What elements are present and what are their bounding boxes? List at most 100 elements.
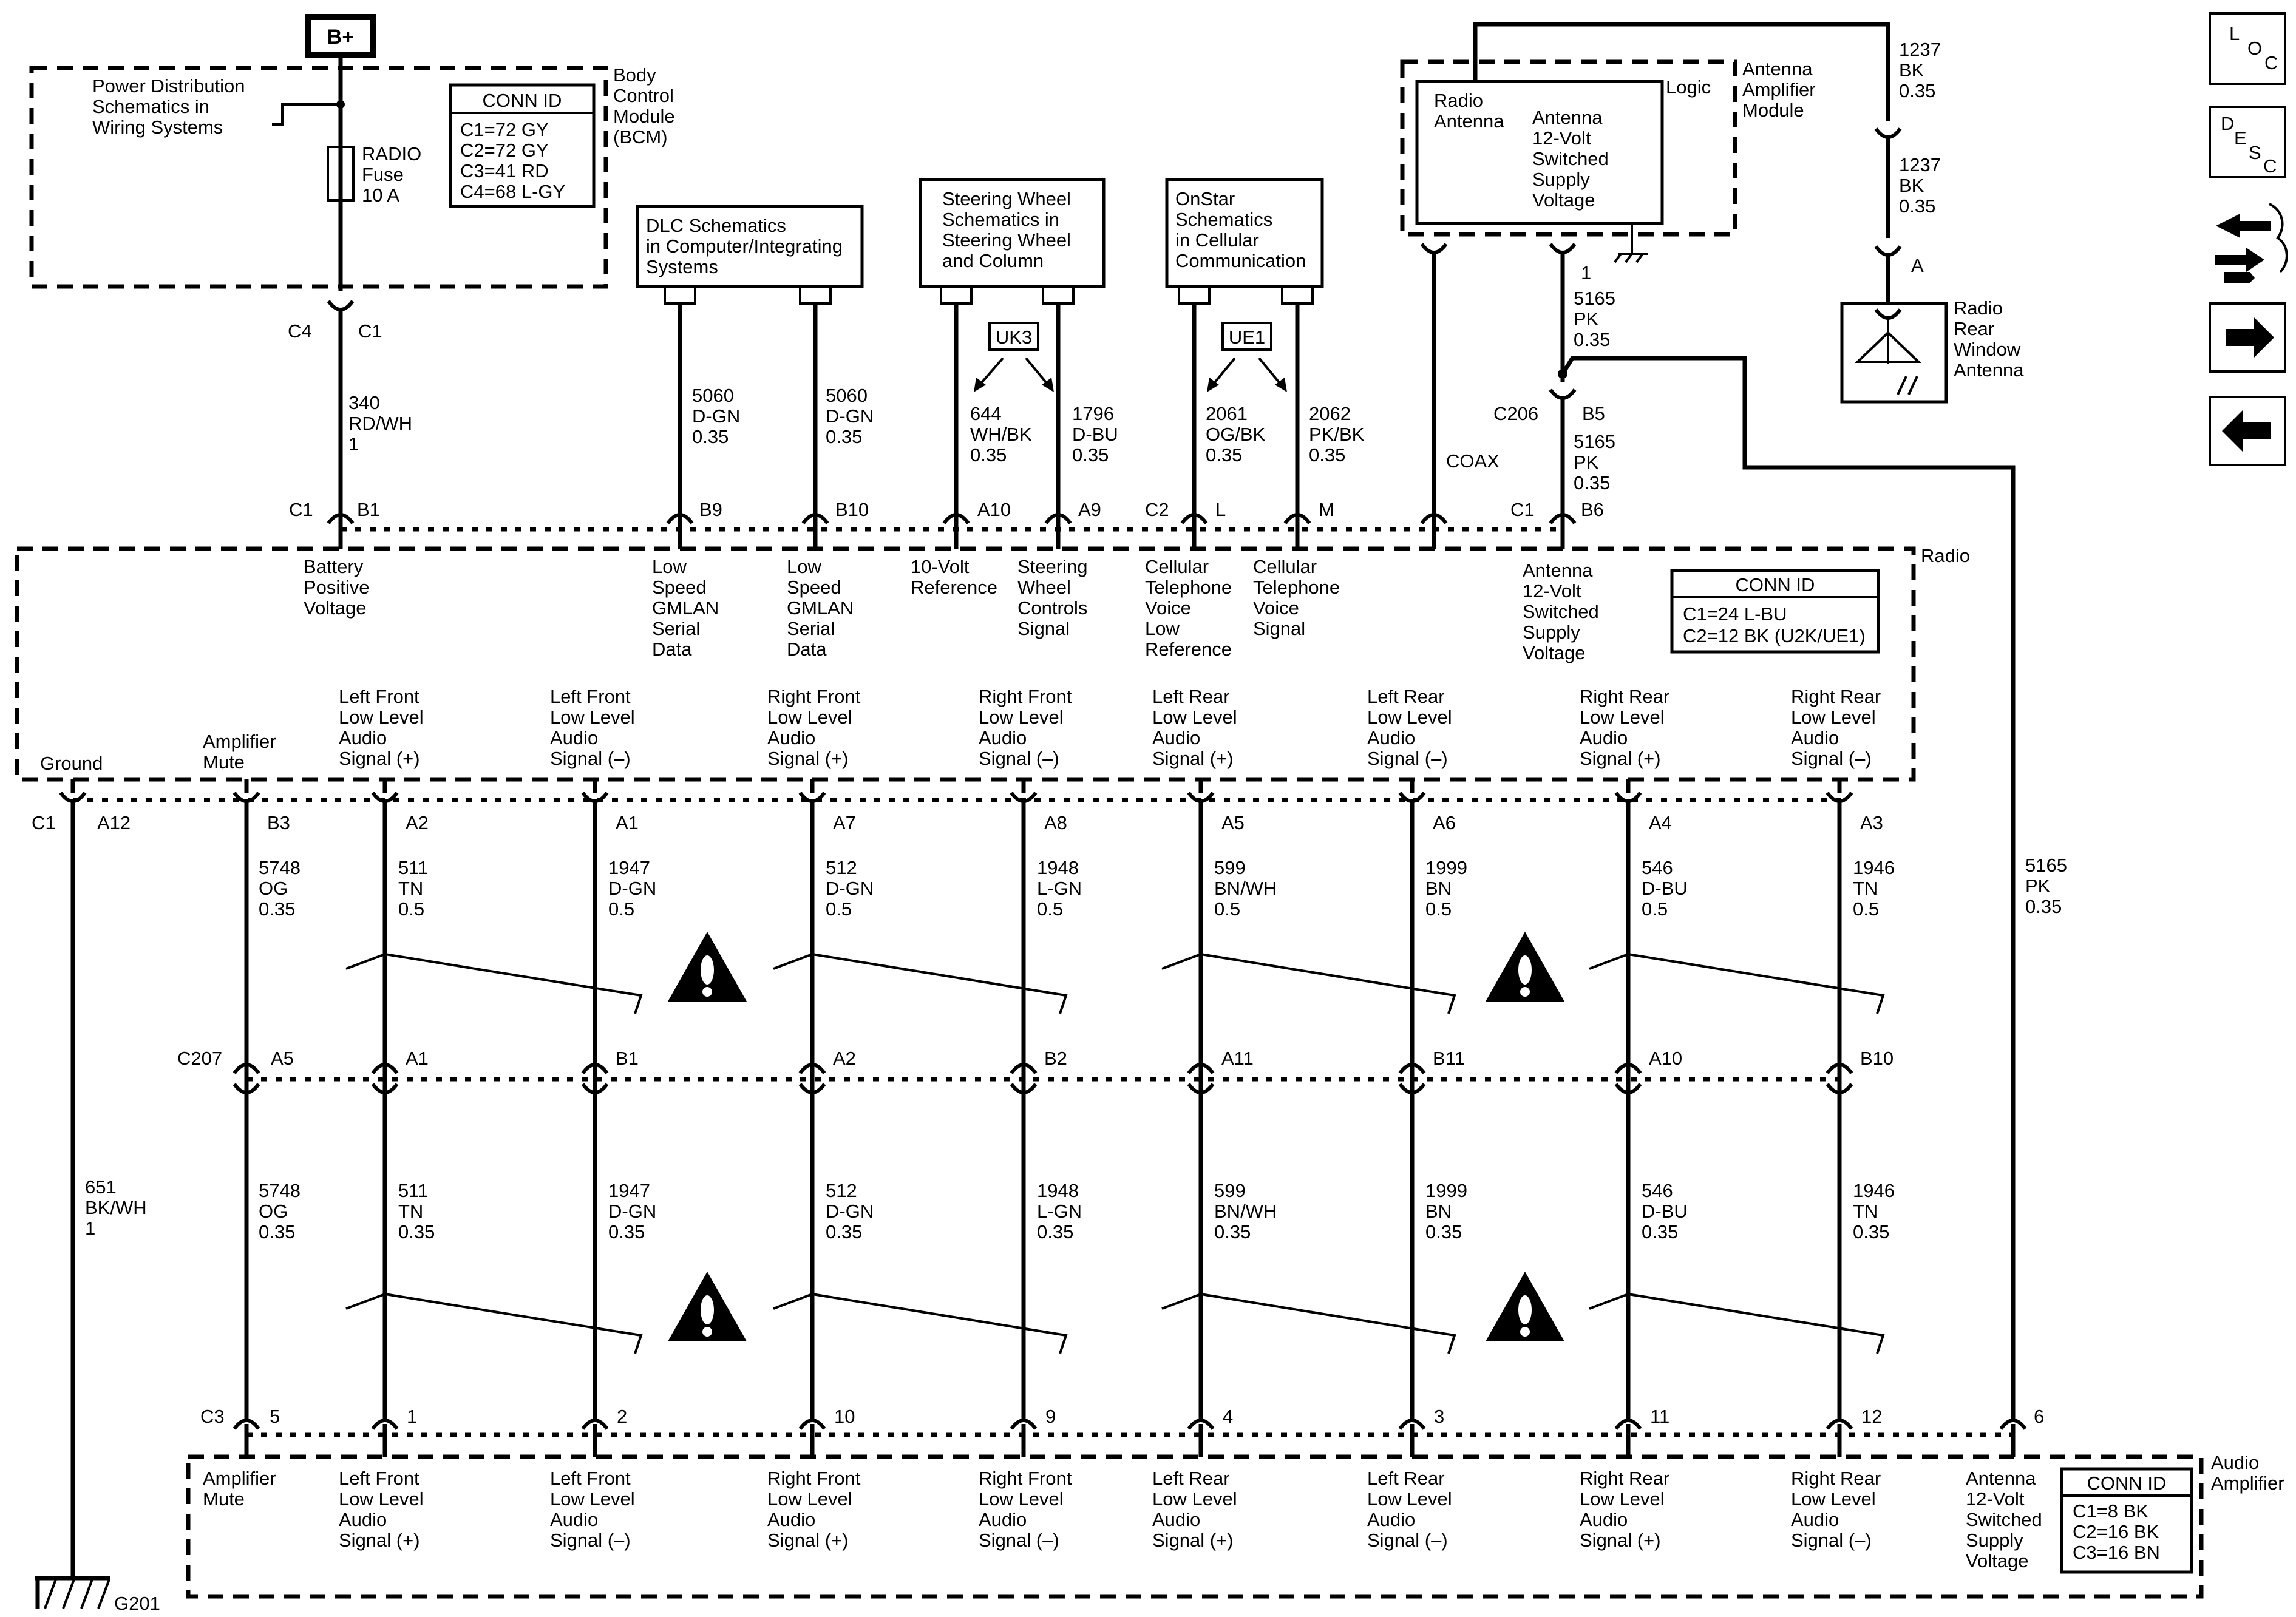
pin-label: B1	[616, 1048, 639, 1069]
ue1-label: UE1	[1229, 327, 1265, 348]
loc-button[interactable]: L O C	[2209, 12, 2286, 85]
pin-label: A8	[1044, 812, 1067, 833]
power-dist-line: Wiring Systems	[92, 117, 223, 138]
wire-label: 340	[348, 392, 380, 413]
dlc-label: in Computer/Integrating	[646, 236, 843, 257]
wire-label: 546	[1642, 857, 1673, 878]
dlc-label: Systems	[646, 256, 718, 277]
forward-button[interactable]	[2209, 302, 2286, 373]
pin-label: M	[1319, 499, 1334, 520]
wire-label: 511	[398, 857, 428, 878]
pin-function-label: Left Front	[550, 1468, 631, 1489]
pin-function-label: Signal (+)	[767, 1530, 849, 1551]
back-button[interactable]	[2209, 396, 2286, 466]
pin-function-label: Audio	[767, 1509, 815, 1530]
pin-function-label: Audio	[550, 727, 598, 748]
logic-label: Logic	[1666, 76, 1711, 98]
wire-label: 0.5	[608, 898, 634, 920]
pin-label: A2	[406, 812, 429, 833]
wire-label: 644	[970, 403, 1002, 424]
onstar-label: Communication	[1175, 250, 1306, 271]
conn-id-line: C1=8 BK	[2073, 1500, 2148, 1522]
wire-label: TN	[398, 878, 423, 899]
conn-id-line: C1=72 GY	[460, 119, 549, 140]
pin-function-label: Serial	[652, 618, 700, 639]
pin-function-label: Battery	[304, 556, 364, 577]
warning-icon	[1486, 932, 1564, 1002]
pin-function-label: Telephone	[1145, 577, 1232, 598]
wire-label: BN/WH	[1214, 878, 1277, 899]
fuse-label: 10 A	[362, 185, 399, 206]
pin-label: B3	[267, 812, 290, 833]
connector-tools-icon[interactable]	[2215, 203, 2288, 283]
pin-function-label: Signal	[1253, 618, 1305, 639]
coax-label: COAX	[1446, 450, 1500, 472]
pin-function-label: Low Level	[550, 1488, 635, 1510]
twisted-pair-markers	[345, 952, 1885, 1354]
radio-top-labels: Battery Positive Voltage Low Speed GMLAN…	[304, 556, 1599, 663]
pin-label: B9	[699, 499, 722, 520]
pin-label: A11	[1221, 1048, 1254, 1069]
pin-function-label: Right Front	[767, 686, 861, 707]
supply-label: Switched	[1532, 148, 1609, 169]
pin-label: B2	[1044, 1048, 1067, 1069]
radio-enclosure	[15, 546, 1916, 782]
wire-label: 0.35	[1853, 1221, 1889, 1242]
conn-id-title: CONN ID	[2087, 1473, 2167, 1494]
connector-label: C1	[32, 812, 56, 833]
wire-label: RD/WH	[348, 413, 412, 434]
antenna-amp-enclosure	[1400, 59, 1737, 237]
battery-label: B+	[327, 25, 354, 49]
amp-module-label: Antenna	[1742, 58, 1813, 80]
wire-label: 0.35	[826, 1221, 862, 1242]
battery-block: B+	[305, 14, 376, 58]
uk3-option-box: UK3	[974, 322, 1054, 392]
pin-function-label: Left Rear	[1367, 686, 1445, 707]
connector-label: C1	[289, 499, 313, 520]
pin-function-label: Audio	[979, 1509, 1027, 1530]
pin-function-label: Reference	[1145, 639, 1232, 660]
ground-g201-icon	[35, 1576, 110, 1609]
pin-label: B6	[1581, 499, 1604, 520]
rear-window-antenna	[1840, 302, 1948, 404]
pin-label: A2	[833, 1048, 856, 1069]
pin-function-label: Voice	[1253, 597, 1299, 619]
wire-label: 1	[348, 433, 359, 455]
steering-label: and Column	[942, 250, 1044, 271]
pin-function-label: Left Rear	[1152, 686, 1230, 707]
pin-function-label: Low Level	[339, 707, 424, 728]
wire-label: 599	[1214, 1180, 1246, 1201]
pin-function-label: Left Front	[550, 686, 631, 707]
steering-label: Schematics in	[942, 209, 1059, 230]
desc-button[interactable]: D E S C	[2209, 106, 2286, 178]
conn-id-line: C2=72 GY	[460, 140, 549, 161]
pin-function-label: Signal (–)	[979, 1530, 1059, 1551]
pin-function-label: Low Level	[979, 707, 1064, 728]
pin-label: A7	[833, 812, 856, 833]
wire-label: D-GN	[608, 1201, 656, 1222]
wire-label: 1796	[1072, 403, 1114, 424]
pin-function-label: Speed	[652, 577, 707, 598]
pin-function-label: 12-Volt	[1523, 580, 1581, 602]
wire-label: D-BU	[1072, 424, 1118, 445]
wire-label: 1947	[608, 857, 650, 878]
supply-label: 12-Volt	[1532, 127, 1591, 149]
pin-label: B10	[1860, 1048, 1894, 1069]
wire-label: 0.5	[1214, 898, 1240, 920]
pin-function-label: Low	[652, 556, 687, 577]
warning-icon	[668, 1272, 747, 1341]
wire-label: OG	[259, 878, 288, 899]
pin-function-label: Low Level	[1152, 1488, 1237, 1510]
wire-label: 1947	[608, 1180, 650, 1201]
pin-label: A1	[406, 1048, 429, 1069]
wire-label: L-GN	[1037, 1201, 1082, 1222]
pin-function-label: Voltage	[1523, 642, 1585, 663]
pin-label: 9	[1045, 1406, 1056, 1427]
pin-label: 11	[1650, 1406, 1669, 1427]
wire-label-5060a: 5060 D-GN 0.35	[692, 385, 740, 447]
pin-function-label: Left Rear	[1152, 1468, 1230, 1489]
pin-label: B10	[835, 499, 869, 520]
wire-label: TN	[1853, 1201, 1878, 1222]
